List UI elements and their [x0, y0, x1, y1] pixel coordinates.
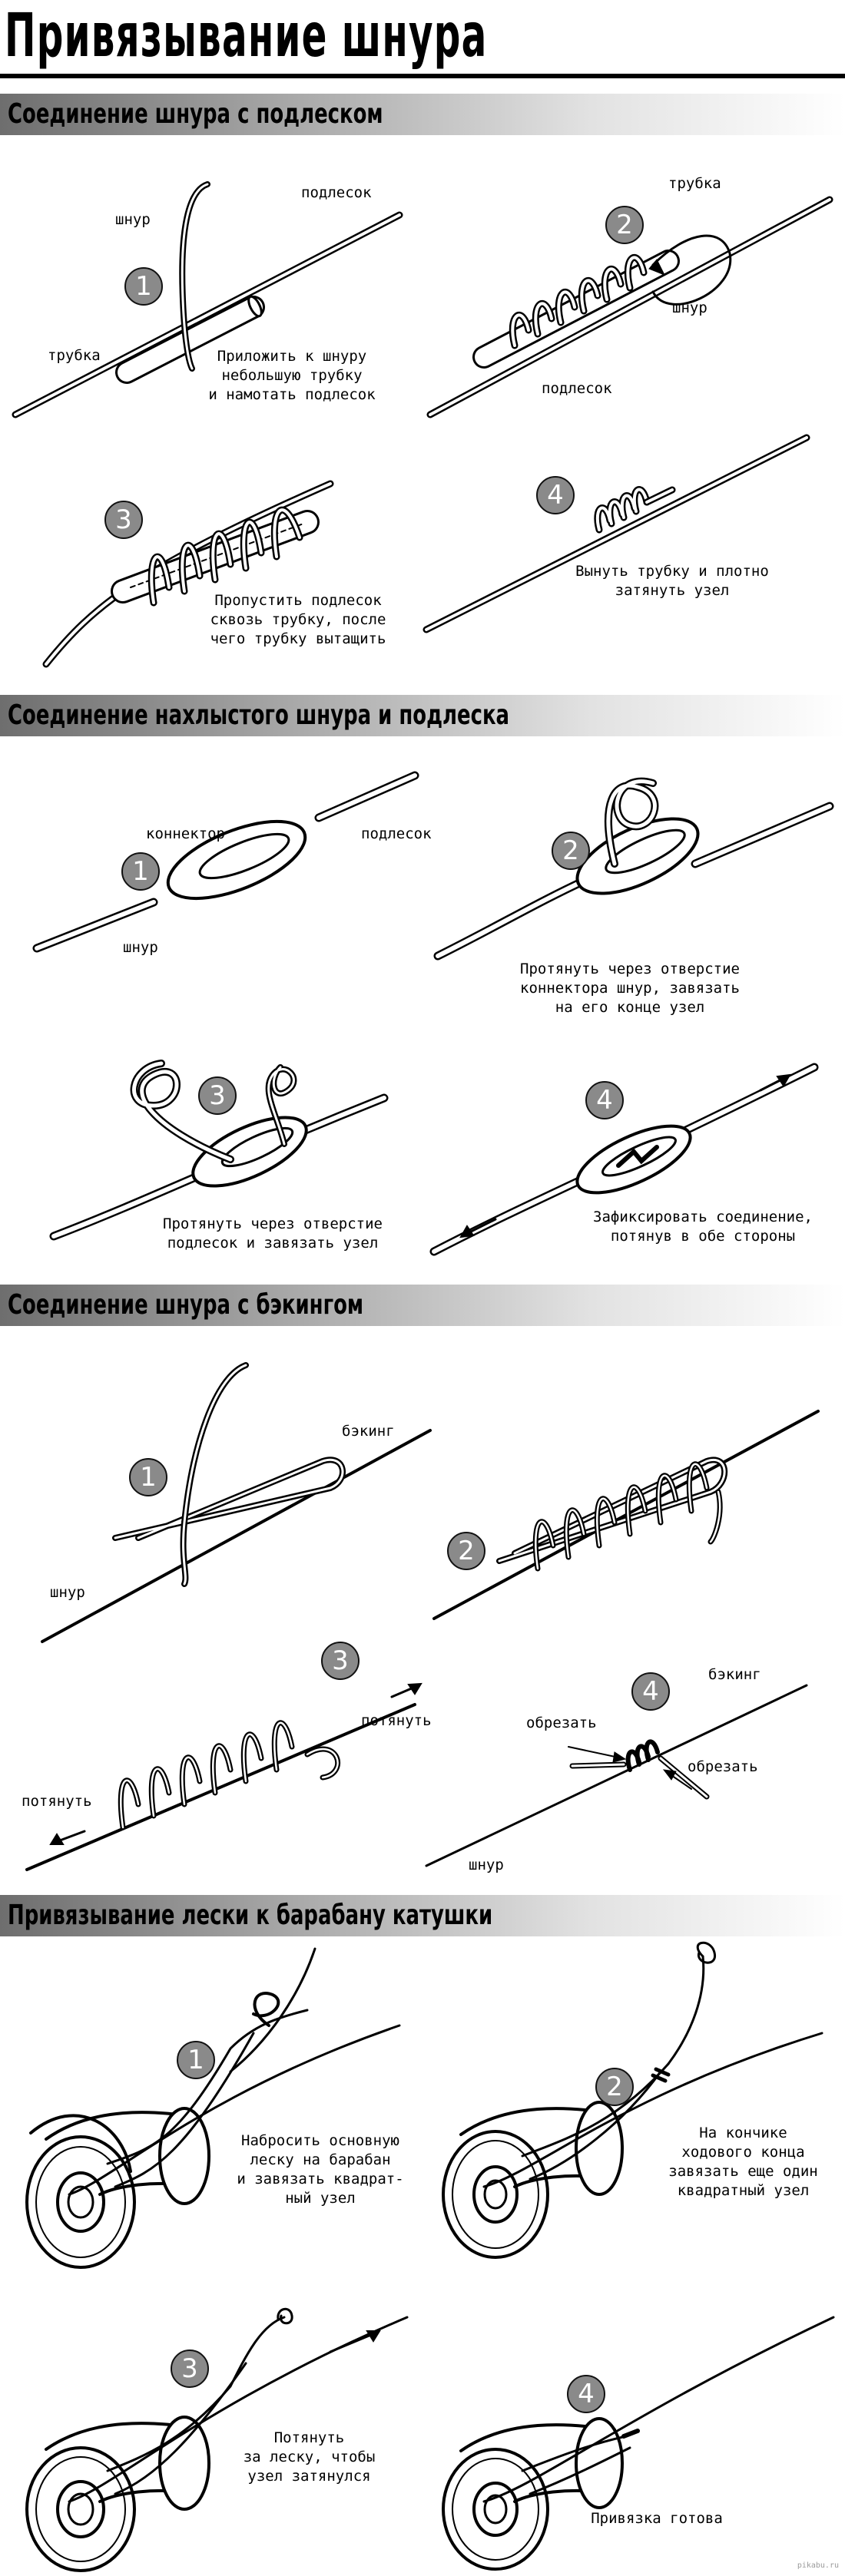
section-bar: Соединение шнура с бэкингом — [0, 1285, 845, 1326]
title-rule — [0, 74, 845, 78]
section-title: Привязывание лески к барабану катушки — [8, 1900, 493, 1931]
step-number: 3 — [198, 1076, 237, 1115]
step-caption: Протянуть через отверстие коннектора шну… — [520, 961, 740, 1016]
label-cut-left: обрезать — [526, 1715, 597, 1731]
step-caption: На кончике ходового конца завязать еще о… — [668, 2125, 818, 2199]
step-caption: Зафиксировать соединение, потянув в обе … — [593, 1209, 813, 1245]
label-backing: бэкинг — [342, 1423, 395, 1440]
label-connector: коннектор — [146, 825, 225, 842]
label-shnur: шнур — [672, 299, 707, 316]
step-number: 1 — [124, 267, 163, 306]
section-bar: Соединение шнура с подлеском — [0, 94, 845, 135]
step-panel: 1 коннектор подлесок шнур — [0, 741, 432, 994]
step-panel: 4 Зафиксировать соединение, потянув в об… — [422, 1044, 845, 1290]
step-caption: Набросить основную леску на барабан и за… — [237, 2132, 404, 2207]
step-illustration — [25, 1682, 422, 1871]
step-panel: 2 трубка шнур подлесок — [422, 138, 845, 430]
step-illustration — [49, 1060, 389, 1241]
step-caption: Протянуть через отверстие подлесок и зав… — [163, 1215, 383, 1252]
step-illustration — [442, 1941, 823, 2259]
step-illustration — [42, 480, 334, 668]
step-illustration — [432, 1410, 820, 1620]
step-illustration — [433, 777, 834, 961]
step-number: 3 — [321, 1642, 360, 1680]
watermark: pikabu.ru — [797, 2561, 839, 2570]
label-cut-right: обрезать — [688, 1758, 758, 1775]
step-panel: 3 Потянуть за леску, чтобы узел затянулс… — [0, 2271, 422, 2576]
section-bar: Привязывание лески к барабану катушки — [0, 1895, 845, 1936]
step-number: 2 — [552, 832, 590, 870]
step-caption: Привязка готова — [591, 2510, 723, 2527]
step-number: 4 — [585, 1081, 624, 1119]
step-caption: Пропустить подлесок сквозь трубку, после… — [210, 592, 386, 647]
step-number: 1 — [121, 852, 160, 891]
section-title: Соединение шнура с подлеском — [8, 98, 383, 130]
step-panel: 3 Пропустить подлесок сквозь трубку, пос… — [0, 430, 422, 683]
section-title: Соединение шнура с бэкингом — [8, 1289, 364, 1321]
step-panel: 2 — [422, 1331, 845, 1661]
step-panel: 2 На кончике ходового конца завязать еще… — [422, 1941, 845, 2271]
step-caption: Потянуть за леску, чтобы узел затянулся — [243, 2429, 376, 2485]
step-number: 2 — [605, 206, 644, 244]
step-panel: 4 бэкинг обрезать обрезать шнур — [422, 1635, 845, 1896]
step-number: 1 — [129, 1458, 167, 1496]
step-number: 4 — [536, 476, 575, 514]
step-illustration — [32, 771, 419, 953]
step-illustration — [442, 2316, 835, 2571]
step-number: 1 — [177, 2041, 215, 2079]
label-pull-right: потянуть — [361, 1712, 432, 1729]
section-title: Соединение нахлыстого шнура и подлеска — [8, 699, 510, 731]
label-podlesok: подлесок — [301, 184, 372, 201]
step-illustration — [422, 434, 810, 633]
label-pull-left: потянуть — [22, 1793, 92, 1810]
step-illustration — [41, 1362, 432, 1643]
step-caption: Приложить к шнуру небольшую трубку и нам… — [208, 348, 376, 403]
step-illustration — [426, 196, 833, 418]
step-panel: 3 Протянуть через отверстие подлесок и з… — [0, 1044, 422, 1290]
label-trubka: трубка — [48, 347, 101, 364]
step-illustration — [425, 1684, 808, 1867]
step-number: 3 — [171, 2349, 209, 2388]
step-number: 2 — [595, 2068, 634, 2106]
step-panel: 2 Протянуть через отверстие коннектора ш… — [422, 741, 845, 1044]
label-backing: бэкинг — [708, 1666, 761, 1683]
label-podlesok: подлесок — [542, 380, 612, 397]
label-shnur: шнур — [115, 211, 151, 228]
step-caption: Вынуть трубку и плотно затянуть узел — [575, 563, 769, 599]
label-shnur: шнур — [50, 1584, 85, 1601]
step-panel: 1 Набросить основную леску на барабан и … — [0, 1941, 422, 2271]
step-panel: 4 Привязка готова — [422, 2271, 845, 2576]
step-panel: 1 шнур подлесок трубка Приложить к шнуру… — [0, 138, 422, 430]
step-illustration — [429, 1063, 819, 1256]
step-illustration — [25, 2307, 409, 2572]
label-shnur: шнур — [123, 939, 158, 956]
step-illustration — [25, 1947, 401, 2269]
step-panel: 4 Вынуть трубку и плотно затянуть узел — [422, 430, 845, 683]
step-panel: 3 потянуть потянуть — [0, 1635, 432, 1896]
step-panel: 1 бэкинг шнур — [0, 1331, 432, 1661]
label-shnur: шнур — [469, 1857, 504, 1873]
step-illustration — [12, 181, 403, 418]
page-title: Привязывание шнура — [5, 2, 488, 71]
label-trubka: трубка — [668, 175, 721, 192]
step-number: 4 — [567, 2375, 605, 2413]
section-bar: Соединение нахлыстого шнура и подлеска — [0, 695, 845, 736]
step-number: 2 — [447, 1532, 485, 1570]
step-number: 3 — [104, 501, 143, 539]
label-podlesok: подлесок — [361, 825, 432, 842]
step-number: 4 — [631, 1672, 670, 1711]
